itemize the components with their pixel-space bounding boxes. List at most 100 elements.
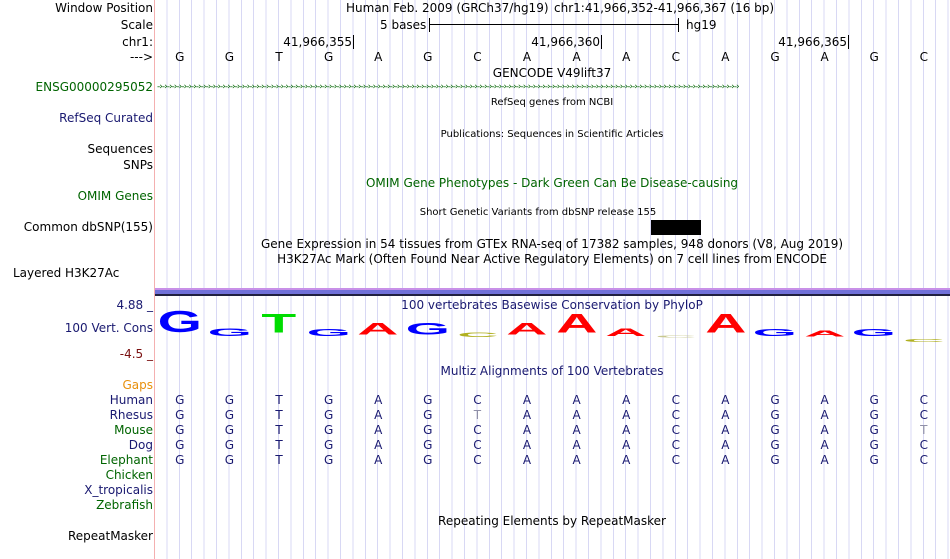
phylop-track-label[interactable]: 100 Vert. Cons <box>64 321 153 335</box>
snps-pubs-label[interactable]: SNPs <box>123 158 153 172</box>
species-label[interactable]: Elephant <box>99 453 153 467</box>
aligned-base: A <box>820 453 829 467</box>
aligned-base: C <box>919 408 928 422</box>
snp-track-label[interactable]: Common dbSNP(155) <box>23 220 153 234</box>
phylop-letter: T <box>261 308 297 339</box>
aligned-base: C <box>919 453 928 467</box>
aligned-base: T <box>275 423 283 437</box>
aligned-base: A <box>820 408 829 422</box>
label-separator <box>154 0 155 559</box>
aligned-base: A <box>622 408 631 422</box>
rmsk-track-label[interactable]: RepeatMasker <box>67 529 153 543</box>
aligned-base: G <box>423 453 433 467</box>
snp-feature[interactable] <box>651 220 701 235</box>
refseq-track-label[interactable]: RefSeq Curated <box>59 111 153 125</box>
phylop-letter: A <box>357 319 399 339</box>
phylop-letter: A <box>704 308 746 339</box>
aligned-base: A <box>820 393 829 407</box>
base-grid <box>155 0 950 559</box>
aligned-base: G <box>869 438 879 452</box>
gene-feature[interactable]: -›-›-›-›-›-›-›-›-›-›-›-›-›-›-›-›-›-›-›-›… <box>157 82 740 92</box>
tick-label: 41,966,365 <box>778 35 849 49</box>
aligned-base: G <box>323 408 334 422</box>
aligned-base: A <box>572 393 581 407</box>
aligned-base: A <box>820 438 829 452</box>
aligned-base: C <box>671 423 680 437</box>
aligned-base: G <box>175 453 185 467</box>
aligned-base: G <box>869 423 879 437</box>
aligned-base: T <box>275 453 283 467</box>
phylop-letter: A <box>803 329 846 339</box>
aligned-base: A <box>572 438 581 452</box>
aligned-base: G <box>770 438 780 452</box>
aligned-base: A <box>721 438 730 452</box>
base-letter: A <box>522 50 532 64</box>
omim-track-label[interactable]: OMIM Genes <box>77 189 153 203</box>
species-label[interactable]: Dog <box>128 438 153 452</box>
base-letter: T <box>275 50 283 64</box>
rmsk-track-title: Repeating Elements by RepeatMasker <box>438 514 666 528</box>
species-label[interactable]: Mouse <box>114 423 153 437</box>
aligned-base: C <box>473 393 482 407</box>
gencode-track-label[interactable]: ENSG00000295052 <box>35 80 153 94</box>
aligned-base: C <box>671 408 680 422</box>
phylop-max: 4.88 _ <box>116 298 153 312</box>
phylop-letter: C <box>655 335 697 339</box>
aligned-base: G <box>770 423 780 437</box>
aligned-base: G <box>224 393 235 407</box>
aligned-base: G <box>323 453 334 467</box>
phylop-letter: G <box>405 319 450 339</box>
aligned-base: A <box>374 423 383 437</box>
aligned-base: G <box>224 408 235 422</box>
species-label[interactable]: Rhesus <box>109 408 153 422</box>
aligned-base: A <box>374 453 383 467</box>
aligned-base: A <box>572 453 581 467</box>
aligned-base: G <box>869 393 879 407</box>
aligned-base: A <box>622 453 631 467</box>
aligned-base: G <box>224 453 235 467</box>
aligned-base: A <box>721 393 730 407</box>
aligned-base: A <box>622 423 631 437</box>
aligned-base: G <box>323 438 334 452</box>
h3k27ac-track-label[interactable]: Layered H3K27Ac <box>13 266 120 280</box>
aligned-base: C <box>671 438 680 452</box>
h3k27ac-track-title: H3K27Ac Mark (Often Found Near Active Re… <box>277 252 827 266</box>
aligned-base: G <box>224 438 235 452</box>
aligned-base: A <box>721 408 730 422</box>
scale-bar <box>429 18 679 32</box>
aligned-base: G <box>175 423 185 437</box>
pubs-track-label[interactable]: Sequences <box>87 142 153 156</box>
aligned-base: C <box>919 393 928 407</box>
gencode-track-title: GENCODE V49lift37 <box>492 66 612 80</box>
species-label[interactable]: Chicken <box>105 468 153 482</box>
aligned-base: G <box>323 423 334 437</box>
species-label[interactable]: Zebrafish <box>96 498 153 512</box>
base-letter: G <box>224 50 235 64</box>
pubs-track-title: Publications: Sequences in Scientific Ar… <box>440 129 664 140</box>
scale-db: hg19 <box>686 18 717 32</box>
chrom-label: chr1: <box>122 35 153 49</box>
omim-track-title: OMIM Gene Phenotypes - Dark Green Can Be… <box>365 176 739 190</box>
aligned-base: A <box>522 393 532 407</box>
tick-label: 41,966,360 <box>531 35 602 49</box>
phylop-min: -4.5 _ <box>119 347 153 361</box>
aligned-base: G <box>869 453 879 467</box>
base-letter: A <box>572 50 581 64</box>
aligned-base: A <box>522 438 532 452</box>
aligned-base: A <box>374 408 383 422</box>
species-label[interactable]: X_tropicalis <box>84 483 153 497</box>
base-letter: A <box>721 50 730 64</box>
aligned-base: G <box>175 393 185 407</box>
aligned-base: T <box>920 423 928 437</box>
gtex-track-title: Gene Expression in 54 tissues from GTEx … <box>260 237 844 251</box>
aligned-base: G <box>175 438 185 452</box>
phylop-letter: C <box>456 331 498 339</box>
aligned-base: T <box>275 438 283 452</box>
aligned-base: A <box>522 423 532 437</box>
aligned-base: C <box>473 423 482 437</box>
tick-label: 41,966,355 <box>283 35 354 49</box>
species-label[interactable]: Human <box>109 393 153 407</box>
base-letter: A <box>820 50 829 64</box>
phylop-letter: A <box>605 326 647 339</box>
